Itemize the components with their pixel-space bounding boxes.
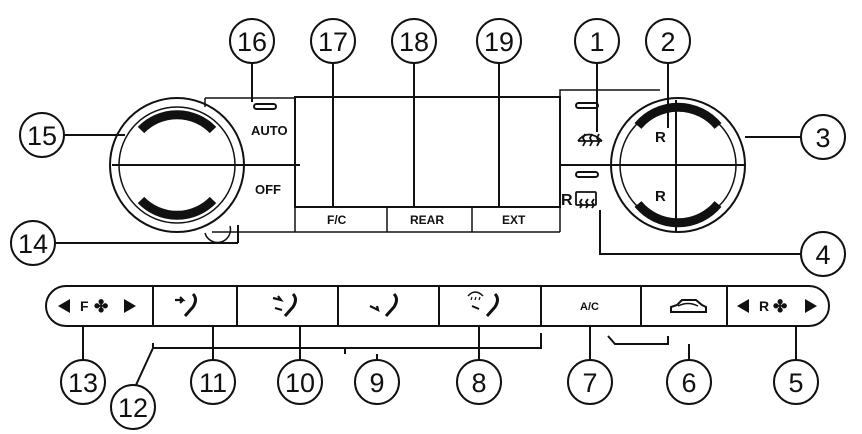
callout-8: 8 xyxy=(456,359,502,405)
off-button-label[interactable]: OFF xyxy=(255,182,281,197)
callout-9: 9 xyxy=(354,359,400,405)
svg-text:4: 4 xyxy=(815,240,830,270)
leader-lines xyxy=(55,63,801,386)
right-knob-lower-label: R xyxy=(655,188,666,205)
svg-text:6: 6 xyxy=(681,368,696,398)
svg-text:1: 1 xyxy=(589,27,604,57)
callout-10: 10 xyxy=(277,359,323,405)
callouts: 1 2 3 4 5 6 7 8 9 10 11 12 13 14 15 16 1… xyxy=(10,18,846,430)
defrost-floor-vent-icon[interactable] xyxy=(467,291,499,317)
auto-indicator-light xyxy=(253,103,277,110)
callout-4: 4 xyxy=(800,231,846,277)
fan-icon: ✤ xyxy=(773,297,787,316)
svg-text:11: 11 xyxy=(199,368,227,398)
callout-12: 12 xyxy=(110,384,156,430)
callout-19: 19 xyxy=(476,18,522,64)
svg-text:13: 13 xyxy=(68,368,98,398)
callout-5: 5 xyxy=(773,359,819,405)
panel-vent-icon[interactable] xyxy=(175,292,197,317)
callout-6: 6 xyxy=(666,359,712,405)
floor-vent-icon[interactable] xyxy=(369,292,398,317)
svg-text:9: 9 xyxy=(369,368,384,398)
svg-text:3: 3 xyxy=(815,123,830,153)
fan-icon: ✤ xyxy=(94,297,108,316)
svg-text:8: 8 xyxy=(471,368,486,398)
rear-button-label[interactable]: REAR xyxy=(410,213,444,227)
svg-text:10: 10 xyxy=(285,368,315,398)
rear-defrost-indicator-light xyxy=(575,171,599,178)
svg-text:14: 14 xyxy=(18,229,48,259)
fc-button-label[interactable]: F/C xyxy=(327,213,347,227)
callout-15: 15 xyxy=(19,112,65,158)
callout-18: 18 xyxy=(391,18,437,64)
front-defrost-indicator-light xyxy=(575,102,599,109)
grouping-brackets xyxy=(152,333,669,354)
right-knob-upper-label: R xyxy=(655,129,666,146)
svg-text:18: 18 xyxy=(399,27,429,57)
callout-13: 13 xyxy=(60,359,106,405)
front-fan-control[interactable]: F ✤ xyxy=(58,297,136,316)
callout-11: 11 xyxy=(190,359,236,405)
callout-2: 2 xyxy=(645,18,691,64)
callout-1: 1 xyxy=(574,18,620,64)
ext-button-label[interactable]: EXT xyxy=(502,213,526,227)
svg-text:17: 17 xyxy=(318,27,348,57)
svg-text:12: 12 xyxy=(118,393,148,423)
svg-text:7: 7 xyxy=(582,368,597,398)
rear-fan-control[interactable]: R ✤ xyxy=(737,297,817,316)
rear-fan-label: R xyxy=(759,298,769,314)
bottom-button-strip xyxy=(45,285,830,327)
front-defrost-icon[interactable] xyxy=(577,133,603,147)
svg-text:2: 2 xyxy=(660,27,675,57)
right-temperature-knob[interactable] xyxy=(560,97,746,233)
callout-14: 14 xyxy=(10,220,56,266)
ac-button-label[interactable]: A/C xyxy=(580,301,599,313)
upper-control-panel xyxy=(109,89,746,244)
callout-7: 7 xyxy=(567,359,613,405)
callout-3: 3 xyxy=(800,114,846,160)
svg-text:16: 16 xyxy=(237,27,267,57)
recirculation-car-icon[interactable] xyxy=(670,299,707,313)
svg-text:5: 5 xyxy=(788,368,803,398)
display-window xyxy=(294,96,561,208)
svg-text:19: 19 xyxy=(484,27,514,57)
rear-defrost-button-label[interactable]: R xyxy=(561,192,573,209)
rear-window-defrost-icon[interactable] xyxy=(575,191,597,209)
callout-16: 16 xyxy=(229,18,275,64)
callout-17: 17 xyxy=(310,18,356,64)
svg-text:15: 15 xyxy=(27,121,57,151)
panel-floor-vent-icon[interactable] xyxy=(272,292,297,317)
left-temperature-knob[interactable] xyxy=(109,97,300,233)
auto-button-label[interactable]: AUTO xyxy=(251,123,288,138)
front-fan-label: F xyxy=(80,298,89,314)
